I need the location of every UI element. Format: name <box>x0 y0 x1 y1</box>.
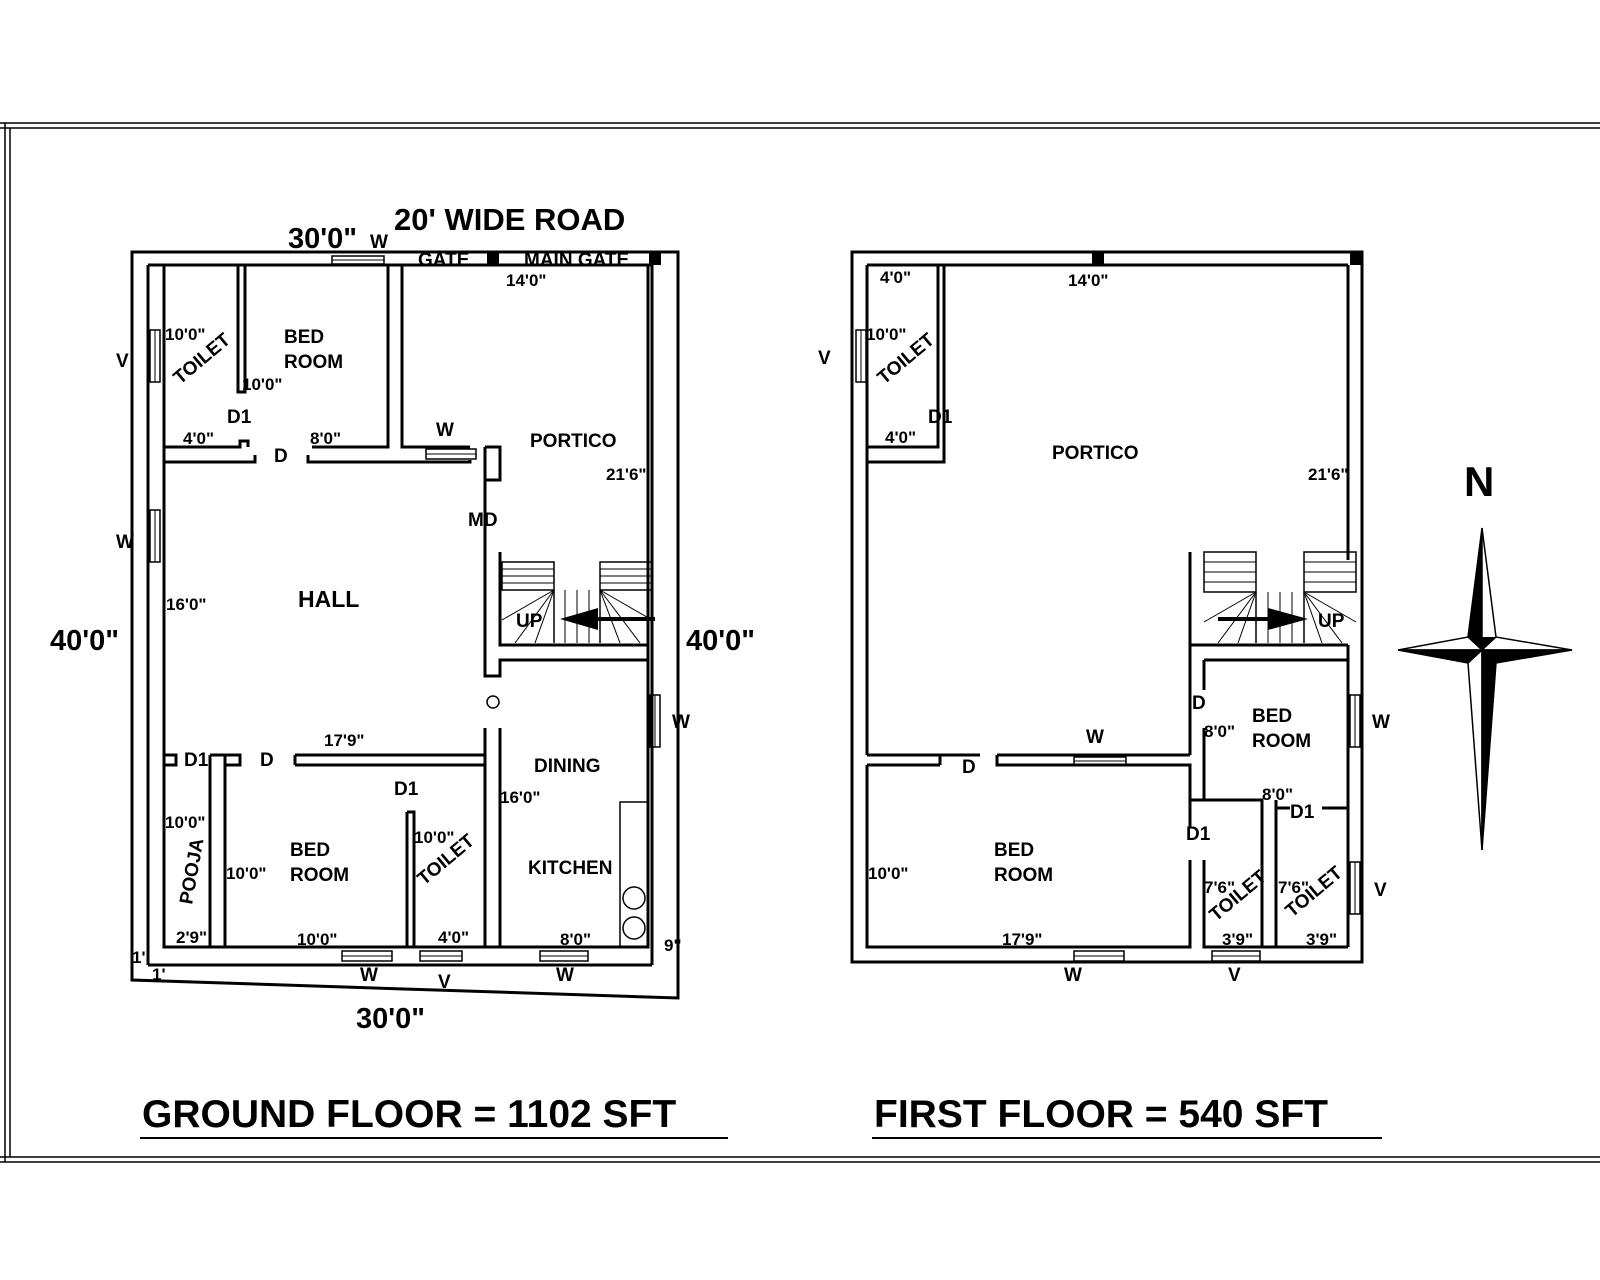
ground-floor-title: GROUND FLOOR = 1102 SFT <box>142 1093 676 1136</box>
first-bedroom-width-dim: 8'0" <box>1262 785 1293 804</box>
first-toilet3-dim: 7'6" <box>1278 878 1309 897</box>
kitchen-label: KITCHEN <box>528 858 612 879</box>
first-bedroom2-width-dim: 17'9" <box>1002 930 1042 949</box>
ground-bedroom2-door-label: D <box>260 750 274 771</box>
ground-portico-window-label: W <box>436 420 454 441</box>
ground-top-window-label: W <box>370 232 388 253</box>
first-bedroom2-label-line2: ROOM <box>994 865 1053 886</box>
ground-bedroom2-width-dim: 10'0" <box>297 930 337 949</box>
hall-depth-dim: 16'0" <box>166 595 206 614</box>
hall-width-dim: 17'9" <box>324 731 364 750</box>
ground-bedroom-dim: 10'0" <box>242 375 282 394</box>
main-door-label: MD <box>468 510 498 531</box>
wall-thickness-dim: 9" <box>664 936 682 955</box>
first-bedroom-label-line1: BED <box>1252 706 1292 727</box>
ground-bedroom-width-dim: 8'0" <box>310 429 341 448</box>
road-label: 20' WIDE ROAD <box>394 202 625 237</box>
main-gate-label: MAIN GATE <box>524 250 629 271</box>
ground-bottom-window-1-label: W <box>360 965 378 986</box>
first-stairs-up-label: UP <box>1318 611 1345 632</box>
ground-portico-label: PORTICO <box>530 431 617 452</box>
first-hall-window-label: W <box>1086 727 1104 748</box>
pooja-dim: 10'0" <box>165 813 205 832</box>
hall-label: HALL <box>298 586 359 612</box>
ground-bottom-width-dim: 30'0" <box>356 1003 425 1035</box>
first-bedroom-window-label: W <box>1372 712 1390 733</box>
ground-bedroom-door-label: D <box>274 446 288 467</box>
first-toilet2-door-label: D1 <box>1186 824 1211 845</box>
ground-stairs <box>501 561 655 644</box>
ground-hall-window-label: W <box>116 532 134 553</box>
first-bedroom2-door-label: D <box>962 757 976 778</box>
ground-bedroom-label-line1: BED <box>284 327 324 348</box>
kitchen-width-dim: 8'0" <box>560 930 591 949</box>
setback-left-dim: 1' <box>132 948 146 967</box>
first-toilet2-width-dim: 3'9" <box>1222 930 1253 949</box>
first-toilet-height-dim: 10'0" <box>866 325 906 344</box>
ground-bedroom2-dim: 10'0" <box>226 864 266 883</box>
first-bedroom-dim: 8'0" <box>1204 722 1235 741</box>
ground-stairs-up-label: UP <box>516 611 543 632</box>
gate-label: GATE <box>418 250 469 271</box>
dining-label: DINING <box>534 756 601 777</box>
dining-dim: 16'0" <box>500 788 540 807</box>
first-floor-plan <box>850 250 1364 964</box>
first-bedroom-door-label: D <box>1192 693 1206 714</box>
ground-toilet-height-dim: 10'0" <box>165 325 205 344</box>
north-compass-icon: N <box>1397 458 1573 851</box>
first-bedroom2-label-line1: BED <box>994 840 1034 861</box>
first-toilet-door-label: D1 <box>928 407 953 428</box>
first-toilet-width-dim: 4'0" <box>885 428 916 447</box>
first-bedroom-label-line2: ROOM <box>1252 731 1311 752</box>
first-bottom-ventilator-label: V <box>1228 965 1241 986</box>
ground-portico-length-dim: 21'6" <box>606 465 646 484</box>
ground-toilet2-dim: 10'0" <box>414 828 454 847</box>
ground-bedroom-label-line2: ROOM <box>284 352 343 373</box>
first-stairs <box>1203 551 1357 644</box>
compass-north-label: N <box>1464 458 1494 505</box>
pooja-width-dim: 2'9" <box>176 928 207 947</box>
ground-bottom-ventilator-label: V <box>438 972 451 993</box>
setback-bottom-dim: 1' <box>152 965 166 984</box>
ground-right-depth-dim: 40'0" <box>686 625 755 657</box>
ground-dining-window-label: W <box>672 712 690 733</box>
first-toilet2-dim: 7'6" <box>1204 878 1235 897</box>
first-toilet-width-top-dim: 4'0" <box>880 268 911 287</box>
ground-toilet-door-label: D1 <box>227 407 252 428</box>
first-portico-width-dim: 14'0" <box>1068 271 1108 290</box>
pooja-door-label: D1 <box>184 750 209 771</box>
first-bottom-window-label: W <box>1064 965 1082 986</box>
ground-toilet2-width-dim: 4'0" <box>438 928 469 947</box>
ground-floor-plan <box>130 250 680 1000</box>
first-floor-title: FIRST FLOOR = 540 SFT <box>874 1093 1328 1136</box>
first-right-ventilator-label: V <box>1374 880 1387 901</box>
ground-toilet2-door-label: D1 <box>394 779 419 800</box>
ground-top-width-dim: 30'0" <box>288 223 357 255</box>
sheet-border <box>0 122 1600 1163</box>
ground-toilet-width-dim: 4'0" <box>183 429 214 448</box>
ground-bedroom2-label-line1: BED <box>290 840 330 861</box>
ground-bedroom2-label-line2: ROOM <box>290 865 349 886</box>
pooja-label: POOJA <box>176 836 208 905</box>
ground-portico-width-dim: 14'0" <box>506 271 546 290</box>
ground-left-ventilator-label: V <box>116 351 129 372</box>
first-toilet3-door-label: D1 <box>1290 802 1315 823</box>
ground-bottom-window-2-label: W <box>556 965 574 986</box>
first-portico-length-dim: 21'6" <box>1308 465 1348 484</box>
ground-left-depth-dim: 40'0" <box>50 625 119 657</box>
first-portico-label: PORTICO <box>1052 443 1139 464</box>
first-toilet3-width-dim: 3'9" <box>1306 930 1337 949</box>
first-bedroom2-dim: 10'0" <box>868 864 908 883</box>
first-left-ventilator-label: V <box>818 348 831 369</box>
